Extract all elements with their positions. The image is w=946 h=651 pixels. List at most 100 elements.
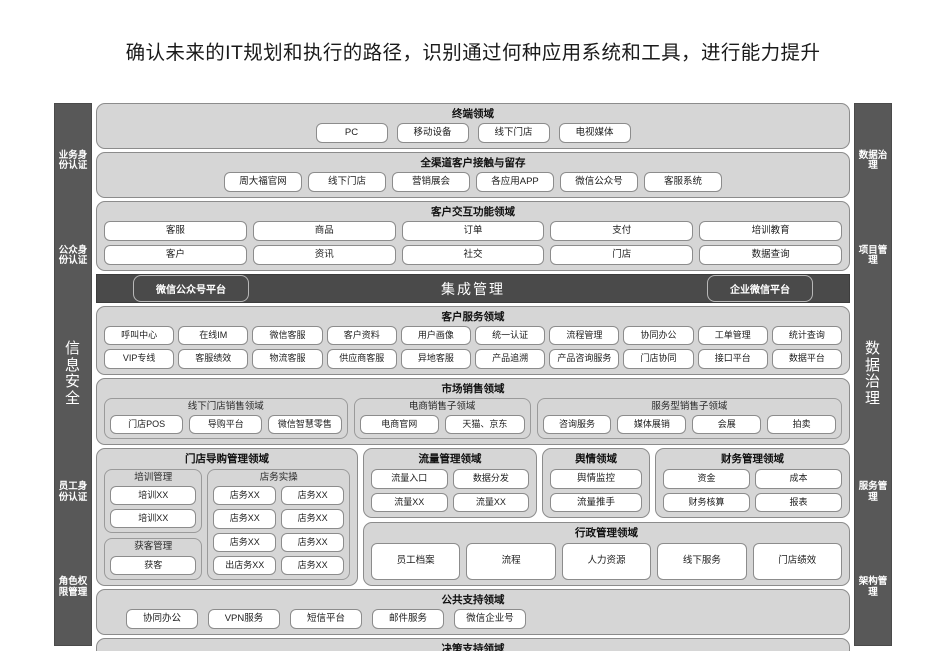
chip-customer-profile[interactable]: 客户资料: [326, 326, 397, 346]
chip-store-collaboration[interactable]: 门店协同: [623, 349, 694, 369]
chip-ecommerce-site[interactable]: 电商官网: [359, 415, 440, 435]
left-rail-item-info-security: 信息安全: [64, 339, 81, 408]
ecommerce-sales-title: 电商销售子领域: [408, 400, 476, 412]
interaction-domain-row-2: 客户 资讯 社交 门店 数据查询: [104, 245, 842, 266]
chip-sms-platform[interactable]: 短信平台: [290, 609, 362, 630]
chip-apps[interactable]: 各应用APP: [476, 172, 554, 193]
chip-call-center[interactable]: 呼叫中心: [104, 326, 175, 346]
chip-store-op-3[interactable]: 店务XX: [213, 509, 277, 529]
chip-offline-store[interactable]: 线下门店: [308, 172, 386, 193]
chip-email-service[interactable]: 邮件服务: [372, 609, 444, 630]
chip-collaborative-office[interactable]: 协同办公: [126, 609, 198, 630]
chip-service-performance[interactable]: 客服绩效: [178, 349, 249, 369]
chip-wechat-service[interactable]: 微信客服: [252, 326, 323, 346]
acquisition-management-subpanel: 获客管理 获客: [104, 538, 203, 581]
chip-consulting-service[interactable]: 咨询服务: [542, 415, 612, 435]
chip-store-pos[interactable]: 门店POS: [110, 415, 184, 435]
chip-statistics-query[interactable]: 统计查询: [771, 326, 843, 346]
chip-payment[interactable]: 支付: [550, 221, 694, 242]
chip-store-op-4[interactable]: 店务XX: [281, 509, 344, 529]
chip-traffic-xx-1[interactable]: 流量XX: [371, 492, 448, 513]
mid-zone: 门店导购管理领域 培训管理 培训XX 培训XX: [96, 448, 851, 587]
chip-user-portrait[interactable]: 用户画像: [400, 326, 472, 346]
chip-collaborative-office[interactable]: 协同办公: [623, 326, 694, 346]
chip-enterprise-wechat-platform[interactable]: 企业微信平台: [707, 275, 813, 303]
chip-funds[interactable]: 资金: [663, 468, 751, 489]
chip-store-op-7[interactable]: 出店务XX: [213, 555, 277, 576]
chip-store-op-1[interactable]: 店务XX: [213, 485, 277, 506]
chip-process[interactable]: 流程: [466, 542, 556, 581]
chip-data-distribution[interactable]: 数据分发: [452, 468, 530, 489]
chip-wechat-smart-retail[interactable]: 微信智慧零售: [268, 415, 342, 435]
public-support-domain-panel: 公共支持领域 协同办公 VPN服务 短信平台 邮件服务 微信企业号: [96, 589, 850, 636]
chip-cost[interactable]: 成本: [755, 468, 843, 489]
offline-sales-subdomain: 线下门店销售领域 门店POS 导购平台 微信智慧零售: [104, 397, 348, 440]
chip-product[interactable]: 商品: [252, 221, 396, 242]
chip-order[interactable]: 订单: [401, 221, 545, 242]
chip-online-im[interactable]: 在线IM: [178, 326, 249, 346]
chip-customer-service[interactable]: 客服: [104, 221, 247, 242]
chip-supplier-service[interactable]: 供应商客服: [326, 349, 397, 369]
chip-store-op-5[interactable]: 店务XX: [213, 532, 277, 552]
chip-process-management[interactable]: 流程管理: [549, 326, 620, 346]
chip-social[interactable]: 社交: [401, 245, 545, 266]
chip-data-query[interactable]: 数据查询: [699, 245, 842, 266]
chip-offline-service[interactable]: 线下服务: [657, 542, 747, 581]
store-guide-left-column: 培训管理 培训XX 培训XX 获客管理 获客: [104, 468, 203, 581]
chip-pc[interactable]: PC: [315, 123, 388, 144]
chip-training-education[interactable]: 培训教育: [699, 221, 842, 242]
chip-wechat-enterprise[interactable]: 微信企业号: [454, 609, 526, 630]
chip-training-2[interactable]: 培训XX: [110, 509, 197, 529]
chip-offline-store[interactable]: 线下门店: [477, 123, 550, 144]
chip-wechat-official[interactable]: 微信公众号: [560, 172, 638, 193]
chip-vip-line[interactable]: VIP专线: [104, 349, 175, 369]
chip-store-op-2[interactable]: 店务XX: [281, 485, 344, 506]
chip-acquisition[interactable]: 获客: [110, 555, 197, 576]
chip-human-resources[interactable]: 人力资源: [561, 542, 652, 581]
chip-remote-service[interactable]: 异地客服: [400, 349, 472, 369]
chip-exhibition[interactable]: 会展: [692, 415, 762, 435]
chip-customer[interactable]: 客户: [104, 245, 247, 266]
chip-training-1[interactable]: 培训XX: [110, 485, 197, 506]
chip-unified-auth[interactable]: 统一认证: [475, 326, 546, 346]
chip-financial-accounting[interactable]: 财务核算: [663, 492, 751, 513]
chip-opinion-monitoring[interactable]: 舆情监控: [550, 468, 643, 489]
chip-information[interactable]: 资讯: [252, 245, 396, 266]
chip-store-performance[interactable]: 门店绩效: [752, 542, 843, 581]
chip-traffic-promoter[interactable]: 流量推手: [550, 492, 643, 513]
training-management-title: 培训管理: [134, 471, 173, 483]
chip-vpn-service[interactable]: VPN服务: [208, 609, 280, 630]
chip-official-site[interactable]: 周大福官网: [224, 172, 302, 193]
chip-store[interactable]: 门店: [550, 245, 694, 266]
chip-logistics-service[interactable]: 物流客服: [252, 349, 323, 369]
chip-service-system[interactable]: 客服系统: [644, 172, 722, 193]
trio-row: 流量管理领域 流量入口 数据分发 流量XX 流量XX: [363, 448, 851, 519]
terminal-domain-title: 终端领域: [452, 108, 494, 120]
chip-work-order-management[interactable]: 工单管理: [697, 326, 768, 346]
chip-employee-records[interactable]: 员工档案: [370, 542, 461, 581]
market-sales-domain-panel: 市场销售领域 线下门店销售领域 门店POS 导购平台 微信智慧零售 电商销售子领…: [96, 377, 850, 446]
chip-auction[interactable]: 拍卖: [767, 415, 837, 435]
chip-tv-media[interactable]: 电视媒体: [558, 123, 631, 144]
chip-marketing-expo[interactable]: 营销展会: [392, 172, 470, 193]
chip-guide-platform[interactable]: 导购平台: [189, 415, 263, 435]
service-sales-title: 服务型销售子领域: [651, 400, 728, 412]
chip-traffic-xx-2[interactable]: 流量XX: [452, 492, 530, 513]
chip-wechat-official-platform[interactable]: 微信公众号平台: [133, 275, 249, 303]
mid-right-column: 流量管理领域 流量入口 数据分发 流量XX 流量XX: [363, 448, 851, 587]
admin-domain-items: 员工档案 流程 人力资源 线下服务 门店绩效: [370, 542, 843, 581]
chip-store-op-6[interactable]: 店务XX: [281, 532, 344, 552]
chip-mobile-device[interactable]: 移动设备: [396, 123, 469, 144]
chip-store-op-8[interactable]: 店务XX: [281, 555, 344, 576]
chip-report[interactable]: 报表: [755, 492, 843, 513]
chip-media-exhibition[interactable]: 媒体展销: [617, 415, 687, 435]
chip-tmall-jd[interactable]: 天猫、京东: [445, 415, 525, 435]
left-rail-item-business-auth: 业务身份认证: [58, 150, 88, 172]
chip-traffic-entry[interactable]: 流量入口: [371, 468, 448, 489]
channel-domain-panel: 全渠道客户接触与留存 周大福官网 线下门店 营销展会 各应用APP 微信公众号 …: [96, 152, 850, 199]
interaction-domain-title: 客户交互功能领域: [431, 206, 515, 219]
chip-interface-platform[interactable]: 接口平台: [697, 349, 768, 369]
chip-product-traceability[interactable]: 产品追溯: [475, 349, 546, 369]
chip-product-consulting[interactable]: 产品咨询服务: [549, 349, 620, 369]
chip-data-platform[interactable]: 数据平台: [771, 349, 843, 369]
